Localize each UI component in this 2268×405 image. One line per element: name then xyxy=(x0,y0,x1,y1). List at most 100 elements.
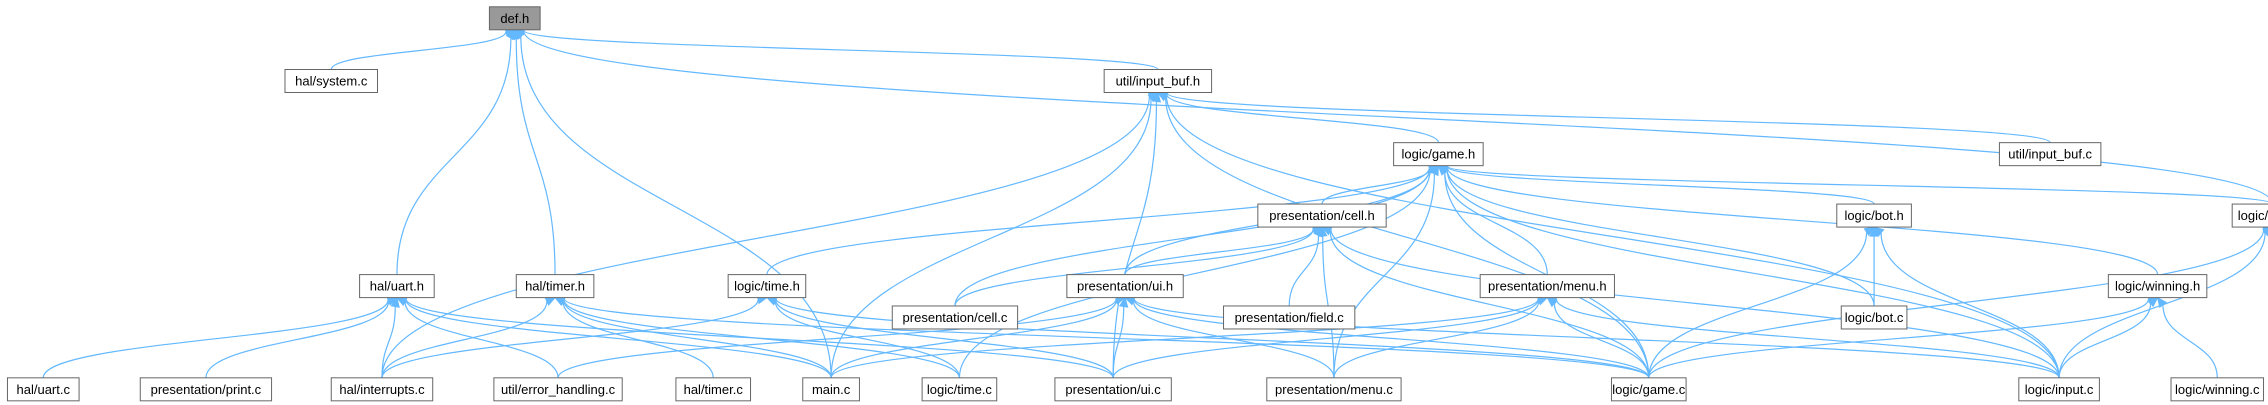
edge-line xyxy=(1446,165,2268,203)
file-node-box xyxy=(515,274,595,299)
file-node-box xyxy=(2018,377,2100,402)
edge-line xyxy=(1132,300,1335,378)
edge-line xyxy=(1446,168,1875,306)
file-node-label: logic/winning.h xyxy=(2115,279,2200,294)
file-node-label: util/input_buf.h xyxy=(1116,74,1201,89)
edge-line xyxy=(1321,168,1431,205)
edge-line xyxy=(396,37,512,275)
file-node-util-input-buf-c[interactable]: util/input_buf.c xyxy=(1998,142,2102,167)
edge-line xyxy=(1648,232,1868,378)
edge-line xyxy=(1133,298,1650,378)
file-node-hal-interrupts-c[interactable]: hal/interrupts.c xyxy=(330,377,434,402)
file-node-def-h[interactable]: def.h xyxy=(488,6,541,31)
file-node-box xyxy=(6,377,80,402)
file-node-util-error-handling-c[interactable]: util/error_handling.c xyxy=(493,377,623,402)
file-node-presentation-cell-h[interactable]: presentation/cell.h xyxy=(1257,203,1387,228)
file-node-logic-winning-h[interactable]: logic/winning.h xyxy=(2107,274,2208,299)
file-node-label: logic/game.c xyxy=(1612,382,1685,397)
file-node-logic-bot-c[interactable]: logic/bot.c xyxy=(1840,305,1908,330)
edge-line xyxy=(1446,165,1875,205)
file-node-presentation-print-c[interactable]: presentation/print.c xyxy=(139,377,273,402)
file-node-box xyxy=(493,377,623,402)
edge-arrowhead xyxy=(1318,225,1328,237)
edge-line xyxy=(523,29,1159,71)
file-node-box xyxy=(1066,274,1184,299)
edge-line xyxy=(404,301,559,378)
file-node-logic-time-c[interactable]: logic/time.c xyxy=(921,377,998,402)
edge-line xyxy=(958,169,1431,378)
dependency-edge xyxy=(1112,91,1162,378)
dependency-edge xyxy=(513,25,1159,71)
edge-line xyxy=(1166,92,2051,144)
dependency-edge xyxy=(1156,90,2060,378)
file-node-label: util/input_buf.c xyxy=(2008,147,2092,162)
edge-line xyxy=(830,299,1117,378)
file-node-box xyxy=(1836,203,1912,228)
file-node-label: logic/winning.c xyxy=(2175,382,2260,397)
file-node-logic-winning-c[interactable]: logic/winning.c xyxy=(2170,377,2265,402)
file-node-label: presentation/ui.c xyxy=(1065,382,1161,397)
file-node-label: hal/uart.h xyxy=(370,279,424,294)
file-node-box xyxy=(2231,203,2268,228)
edge-line xyxy=(42,299,389,378)
file-node-label: hal/timer.c xyxy=(684,382,744,397)
file-node-main-c[interactable]: main.c xyxy=(802,377,860,402)
edge-line xyxy=(381,299,759,378)
edge-line xyxy=(774,301,961,378)
file-node-box xyxy=(891,305,1019,330)
file-node-presentation-field-c[interactable]: presentation/field.c xyxy=(1223,305,1356,330)
file-node-hal-system-c[interactable]: hal/system.c xyxy=(284,69,379,93)
file-node-util-input-buf-h[interactable]: util/input_buf.h xyxy=(1103,69,1213,93)
edge-line xyxy=(1648,229,2265,378)
file-node-logic-time-h[interactable]: logic/time.h xyxy=(727,274,807,299)
file-node-presentation-cell-c[interactable]: presentation/cell.c xyxy=(891,305,1019,330)
edge-line xyxy=(1553,303,1650,378)
file-node-box xyxy=(330,377,434,402)
dependency-edge xyxy=(1156,89,1439,143)
file-node-label: logic/time.c xyxy=(927,382,993,397)
edge-line xyxy=(2162,304,2218,378)
file-node-presentation-menu-h[interactable]: presentation/menu.h xyxy=(1479,274,1615,299)
edge-line xyxy=(563,299,961,378)
edge-line xyxy=(520,36,832,378)
edge-line xyxy=(563,300,832,378)
edge-line xyxy=(1880,232,2060,378)
file-node-presentation-ui-c[interactable]: presentation/ui.c xyxy=(1054,377,1172,402)
file-node-box xyxy=(1840,305,1908,330)
edge-line xyxy=(1333,300,1540,378)
edge-arrowhead xyxy=(390,296,400,308)
file-node-label: logic/input.c xyxy=(2025,382,2094,397)
file-node-box xyxy=(284,69,379,93)
edge-line xyxy=(1165,95,2060,378)
file-node-hal-timer-c[interactable]: hal/timer.c xyxy=(675,377,752,402)
file-node-hal-timer-h[interactable]: hal/timer.h xyxy=(515,274,595,299)
file-node-logic-game-h[interactable]: logic/game.h xyxy=(1393,142,1484,167)
file-node-label: logic/bot.h xyxy=(1844,208,1903,223)
edge-arrowhead xyxy=(1429,164,1439,177)
file-node-logic-bot-h[interactable]: logic/bot.h xyxy=(1836,203,1912,228)
edge-arrowhead xyxy=(1118,296,1129,308)
file-node-label: logic/game.h xyxy=(1402,147,1476,162)
file-node-label: hal/uart.c xyxy=(17,382,71,397)
file-node-logic-game-c[interactable]: logic/game.c xyxy=(1610,377,1687,402)
file-node-label: hal/interrupts.c xyxy=(339,382,425,397)
file-node-hal-uart-c[interactable]: hal/uart.c xyxy=(6,377,80,402)
edge-line xyxy=(830,298,1539,379)
edge-line xyxy=(405,299,832,378)
file-node-hal-uart-h[interactable]: hal/uart.h xyxy=(359,274,435,299)
file-node-box xyxy=(1610,377,1687,402)
edge-line xyxy=(1446,168,2060,378)
dependency-edge xyxy=(954,163,1440,306)
file-node-logic-input-c[interactable]: logic/input.c xyxy=(2018,377,2100,402)
edge-line xyxy=(1330,228,2060,378)
file-node-label: presentation/menu.h xyxy=(1488,279,1607,294)
dependency-edge xyxy=(330,27,516,70)
file-node-presentation-ui-h[interactable]: presentation/ui.h xyxy=(1066,274,1184,299)
dependency-edge xyxy=(205,296,399,378)
dependency-edge xyxy=(381,91,1160,378)
file-node-logic-input-h[interactable]: logic/input.h xyxy=(2231,203,2268,228)
edge-line xyxy=(557,298,1117,378)
file-node-presentation-menu-c[interactable]: presentation/menu.c xyxy=(1266,377,1402,402)
file-node-label: presentation/field.c xyxy=(1235,310,1345,325)
